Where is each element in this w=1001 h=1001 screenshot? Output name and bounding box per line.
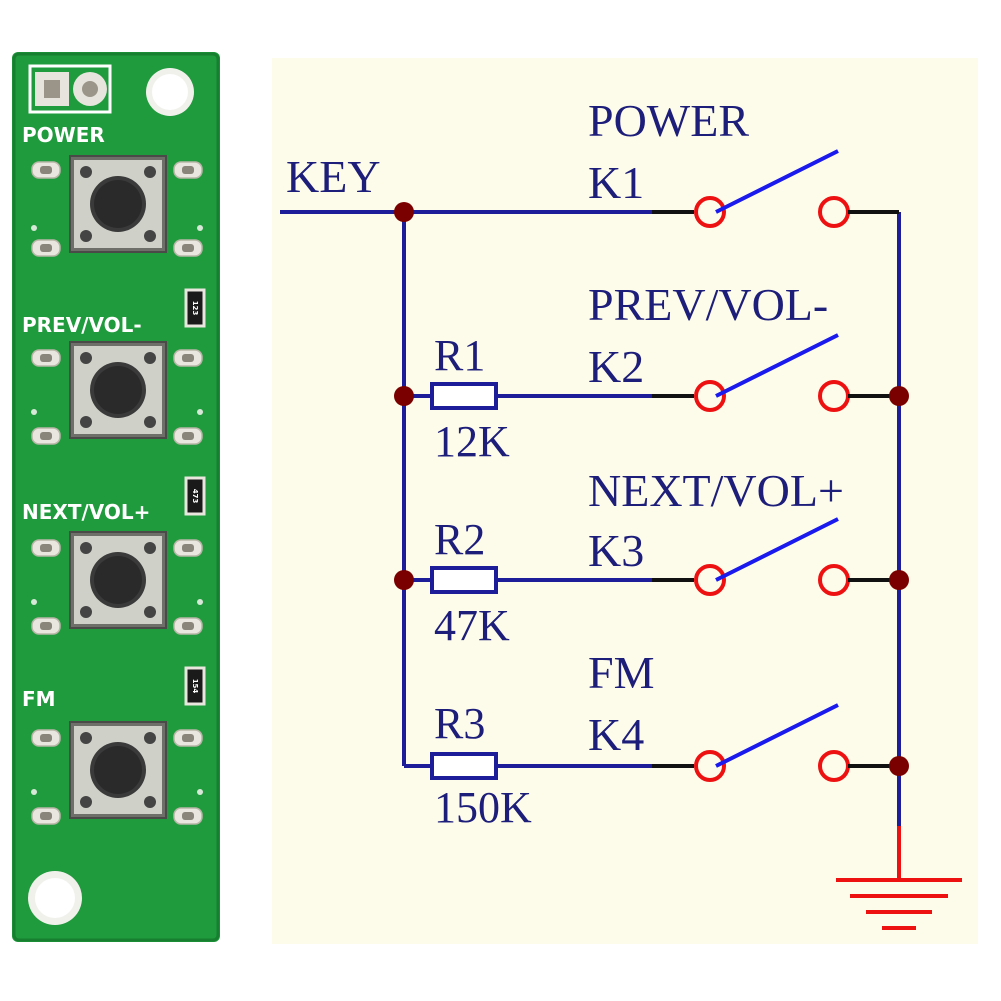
switch-contact-left-3 — [694, 564, 726, 596]
switch-arm-3 — [715, 517, 839, 582]
pcb-smd-resistor-r2: 473 — [184, 476, 206, 516]
pcb-resistor-code-r1: 123 — [191, 301, 199, 316]
pcb-vias — [31, 225, 203, 795]
junction-k4-ground — [889, 756, 909, 776]
schematic-wires — [280, 210, 901, 826]
junction-k3-ground — [889, 570, 909, 590]
schematic-background — [272, 58, 978, 944]
pcb-tact-switch-2 — [69, 341, 167, 439]
pcb-board: POWER PREV/VOL- NEXT/VOL+ FM — [12, 52, 220, 942]
resistor-r1: R1 12K — [430, 331, 510, 466]
resistor-body-r2 — [430, 566, 498, 594]
switch-contact-left-4 — [694, 750, 726, 782]
resistor-value-r2: 47K — [434, 601, 510, 650]
key-ref-1: K1 — [588, 157, 644, 208]
resistor-r2: R2 47K — [430, 515, 510, 650]
switch-contact-left-2 — [694, 380, 726, 412]
mounting-hole-top — [146, 68, 194, 116]
key-row-1: POWER K1 — [588, 95, 899, 228]
key-row-3: NEXT/VOL+ K3 — [588, 465, 899, 596]
resistor-ref-r3: R3 — [434, 699, 485, 748]
pcb-label-power: POWER — [22, 123, 105, 147]
key-row-2: PREV/VOL- K2 — [588, 279, 899, 412]
connector-pads — [28, 64, 112, 114]
switch-arm-4 — [715, 703, 839, 768]
pcb-smd-resistor-r3: 154 — [184, 666, 206, 706]
pcb-resistor-code-r3: 154 — [191, 679, 199, 694]
mounting-hole-bottom — [28, 871, 82, 925]
junction-r1 — [394, 386, 414, 406]
key-name-2: PREV/VOL- — [588, 279, 828, 330]
pcb-tact-switch-1 — [69, 155, 167, 253]
junction-r2 — [394, 570, 414, 590]
resistor-ref-r2: R2 — [434, 515, 485, 564]
key-name-4: FM — [588, 647, 654, 698]
pcb-tact-switch-3 — [69, 531, 167, 629]
key-name-3: NEXT/VOL+ — [588, 465, 844, 516]
schematic: KEY POWER K1 PREV/VOL- K2 NEXT/VOL+ K3 — [272, 58, 978, 944]
key-input-label: KEY — [286, 151, 381, 202]
pcb-edge — [12, 52, 220, 942]
key-ref-2: K2 — [588, 341, 644, 392]
pcb-label-prev-vol: PREV/VOL- — [22, 313, 142, 337]
resistor-value-r3: 150K — [434, 783, 532, 832]
resistor-ref-r1: R1 — [434, 331, 485, 380]
key-row-4: FM K4 — [588, 647, 899, 782]
resistor-r3: R3 150K — [430, 699, 532, 832]
key-ref-4: K4 — [588, 709, 644, 760]
key-name-1: POWER — [588, 95, 749, 146]
resistor-body-r1 — [430, 382, 498, 410]
switch-arm-1 — [715, 149, 839, 214]
key-ref-3: K3 — [588, 525, 644, 576]
switch-contact-left-1 — [694, 196, 726, 228]
resistor-value-r1: 12K — [434, 417, 510, 466]
pcb-label-fm: FM — [22, 687, 56, 711]
switch-arm-2 — [715, 333, 839, 398]
pcb-substrate — [12, 52, 220, 942]
junction-k2-ground — [889, 386, 909, 406]
ground-symbol — [836, 826, 962, 930]
junction-key-bus — [394, 202, 414, 222]
pcb-label-next-vol: NEXT/VOL+ — [22, 500, 150, 524]
pcb-resistor-code-r2: 473 — [191, 489, 199, 504]
pcb-smd-resistor-r1: 123 — [184, 288, 206, 328]
resistor-body-r3 — [430, 752, 498, 780]
junctions — [394, 202, 909, 776]
pcb-tact-switch-4 — [69, 721, 167, 819]
